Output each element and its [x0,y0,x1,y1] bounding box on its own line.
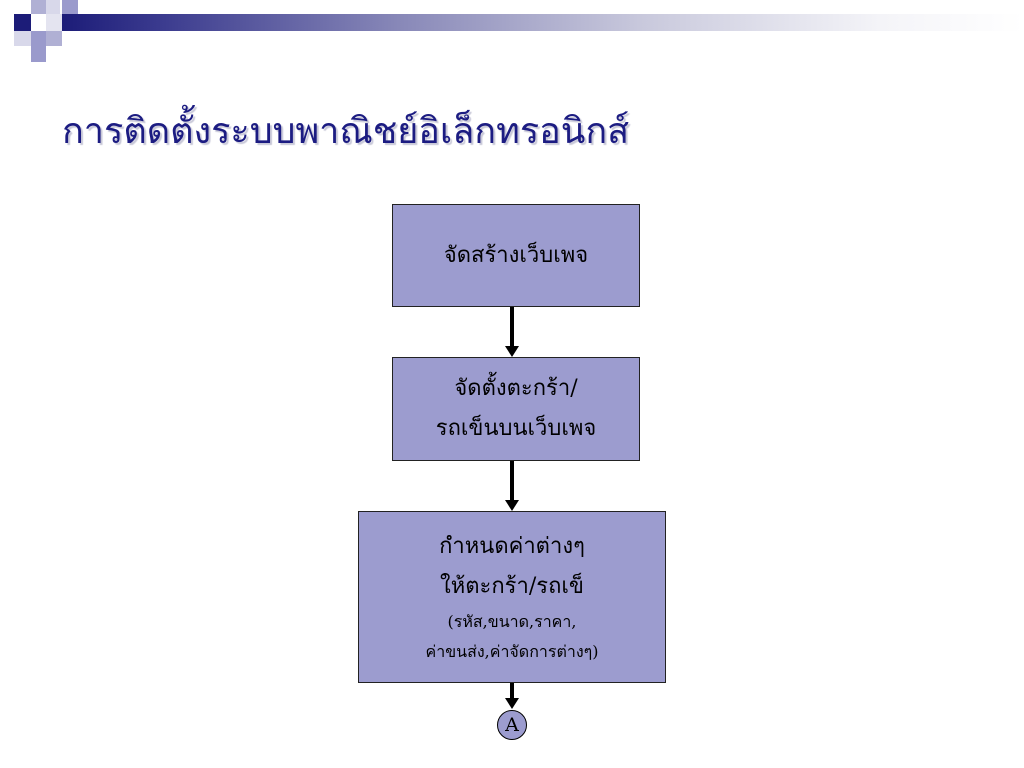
header-square [14,14,31,31]
flow-step-configure-cart: กำหนดค่าต่างๆ ให้ตะกร้า/รถเข็ (รหัส,ขนาด… [358,511,666,683]
flow-arrow [510,307,514,347]
header-square [46,0,60,14]
arrow-head [505,500,519,511]
header-square [31,46,46,62]
slide-title: การติดตั้งระบบพาณิชย์อิเล็กทรอนิกส์ [62,111,630,152]
arrow-head [505,698,519,709]
step-label: ให้ตะกร้า/รถเข็ [440,574,584,599]
flow-connector: A [497,710,527,740]
header-bar [62,14,1024,31]
header-square [46,31,62,46]
step-label: จัดสร้างเว็บเพจ [443,242,589,268]
step-label: รถเข็นบนเว็บเพจ [435,416,597,441]
arrow-head [505,346,519,357]
header-square [14,31,31,46]
step-detail: (รหัส,ขนาด,ราคา, [447,612,577,631]
flow-arrow [510,683,514,699]
header-square [31,31,46,46]
header-square [31,0,46,14]
step-label: กำหนดค่าต่างๆ [439,534,585,559]
header-decoration [0,0,80,62]
header-square [62,0,78,14]
flow-step-create-webpage: จัดสร้างเว็บเพจ [392,204,640,307]
step-detail: ค่าขนส่ง,ค่าจัดการต่างๆ) [425,642,599,661]
flow-step-setup-cart: จัดตั้งตะกร้า/ รถเข็นบนเว็บเพจ [392,357,640,461]
flow-arrow [510,461,514,501]
header-square [46,14,62,31]
step-label: จัดตั้งตะกร้า/ [454,376,578,401]
